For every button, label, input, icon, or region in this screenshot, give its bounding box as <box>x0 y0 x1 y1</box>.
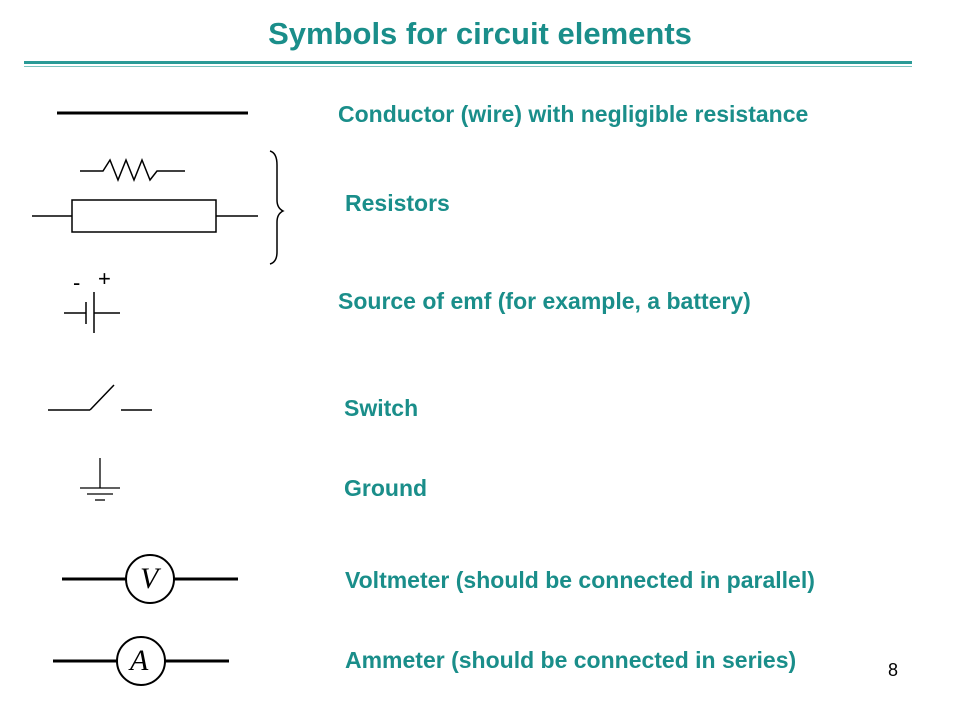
title-underline-thin <box>24 66 912 67</box>
battery-plus-sign: + <box>98 266 111 291</box>
resistors-brace <box>269 150 285 265</box>
switch-symbol <box>48 384 152 411</box>
emf-source-label: Source of emf (for example, a battery) <box>338 288 751 314</box>
voltmeter-symbol <box>62 554 238 604</box>
page-title: Symbols for circuit elements <box>268 16 692 51</box>
resistor-box-symbol <box>32 199 258 233</box>
ground-label: Ground <box>344 475 428 501</box>
title-underline <box>24 61 912 64</box>
ammeter-letter: A <box>130 644 149 677</box>
resistor-zigzag-symbol <box>80 157 185 183</box>
switch-label: Switch <box>344 395 419 421</box>
resistors-label: Resistors <box>345 190 450 216</box>
ammeter-label: Ammeter (should be connected in series) <box>345 647 797 673</box>
battery-symbol <box>64 292 120 333</box>
battery-minus-sign: - <box>73 270 81 295</box>
voltmeter-letter: V <box>140 562 159 595</box>
page-number: 8 <box>888 660 899 680</box>
ammeter-symbol <box>53 636 229 686</box>
ground-symbol <box>80 458 120 501</box>
voltmeter-label: Voltmeter (should be connected in parall… <box>345 567 815 593</box>
conductor-label: Conductor (wire) with negligible resista… <box>338 101 809 127</box>
